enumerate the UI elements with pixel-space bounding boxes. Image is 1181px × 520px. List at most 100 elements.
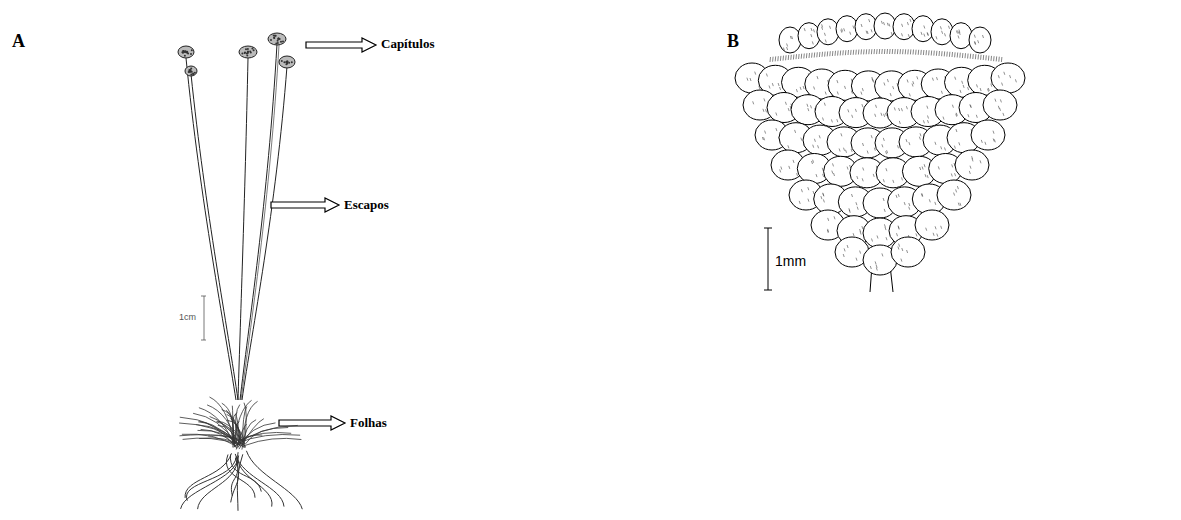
bract-hair bbox=[897, 233, 898, 236]
capitulum-dot bbox=[250, 52, 252, 54]
bract-hair bbox=[853, 233, 854, 236]
capitulum-dot bbox=[244, 52, 246, 54]
bract-hair bbox=[904, 202, 905, 205]
bract-hair bbox=[938, 166, 939, 169]
hair bbox=[803, 54, 805, 59]
capitulum-dot bbox=[288, 62, 290, 64]
bract-hair bbox=[956, 31, 957, 34]
bract-hair bbox=[807, 104, 808, 107]
hair bbox=[816, 52, 818, 57]
bract bbox=[817, 19, 839, 45]
bract-hair bbox=[844, 28, 845, 31]
bract-hair bbox=[993, 131, 994, 134]
bract-hair bbox=[856, 258, 857, 261]
bract-hair bbox=[813, 145, 814, 148]
hair bbox=[944, 51, 946, 56]
hair bbox=[952, 52, 954, 57]
bract-hair bbox=[902, 248, 903, 251]
bract-hair bbox=[920, 167, 921, 170]
bract-hair bbox=[940, 26, 941, 29]
hair bbox=[861, 49, 863, 54]
bract-hair bbox=[812, 41, 813, 44]
bract-hair bbox=[862, 104, 863, 107]
bract-hair bbox=[980, 88, 981, 91]
bract-hair bbox=[844, 248, 845, 251]
bract-hair bbox=[952, 164, 953, 167]
hair bbox=[897, 49, 899, 54]
capitulum-dot bbox=[286, 61, 288, 63]
hair bbox=[959, 53, 961, 58]
bract-hair bbox=[924, 164, 925, 167]
hair bbox=[775, 56, 777, 61]
bract-hair bbox=[753, 101, 754, 104]
bract-hair bbox=[956, 129, 957, 132]
bract-hair bbox=[995, 99, 996, 102]
bract-hair bbox=[796, 89, 797, 92]
hair bbox=[915, 50, 917, 55]
capitulum-dot bbox=[241, 53, 243, 55]
bract-hair bbox=[955, 173, 956, 176]
bract-hair bbox=[857, 207, 858, 210]
bract-hair bbox=[899, 108, 900, 111]
capitulum-dot bbox=[247, 48, 249, 50]
bract-hair bbox=[778, 83, 779, 86]
bract-hair bbox=[797, 173, 798, 176]
hair bbox=[941, 51, 943, 56]
leaf bbox=[199, 421, 233, 444]
hair bbox=[780, 56, 782, 61]
hair bbox=[796, 54, 798, 59]
bract-hair bbox=[898, 247, 899, 250]
bract-hair bbox=[976, 115, 977, 118]
bract-hair bbox=[804, 28, 805, 31]
hair bbox=[832, 51, 834, 56]
bract-hair bbox=[862, 226, 863, 229]
capitulum-dot bbox=[246, 53, 248, 55]
leaf bbox=[234, 400, 252, 447]
bract-hair bbox=[959, 142, 960, 145]
bract-hair bbox=[896, 195, 897, 198]
bract-hair bbox=[916, 233, 917, 236]
hair bbox=[962, 53, 964, 58]
bract-hair bbox=[843, 254, 844, 257]
bract-hair bbox=[991, 84, 992, 87]
bract-hair bbox=[974, 42, 975, 45]
bract-hair bbox=[828, 229, 829, 232]
bract-hair bbox=[937, 77, 938, 80]
capitulum-dot bbox=[278, 37, 280, 39]
bract-hair bbox=[988, 88, 989, 91]
bract-hair bbox=[747, 78, 748, 81]
bract-hair bbox=[871, 135, 872, 138]
bract-hair bbox=[873, 80, 874, 83]
bract-hair bbox=[899, 244, 900, 247]
bract-hair bbox=[855, 109, 856, 112]
bract-hair bbox=[881, 21, 882, 24]
bract-hair bbox=[766, 74, 767, 77]
hair bbox=[993, 56, 995, 61]
bract-hair bbox=[924, 34, 925, 37]
capitulum-dot bbox=[270, 39, 272, 41]
capitulum-dot bbox=[184, 55, 186, 57]
bract bbox=[798, 23, 820, 49]
bract-hair bbox=[812, 161, 813, 164]
bract bbox=[937, 180, 971, 210]
bract-hair bbox=[936, 36, 937, 39]
hair bbox=[829, 51, 831, 56]
bract-hair bbox=[834, 216, 835, 219]
hair bbox=[772, 57, 774, 62]
part-label: Folhas bbox=[350, 416, 387, 429]
bract-hair bbox=[954, 193, 955, 196]
bract-hair bbox=[821, 196, 822, 199]
roots bbox=[181, 451, 303, 511]
capitulum-dot bbox=[273, 37, 275, 39]
capitulum-dot bbox=[246, 55, 248, 57]
root bbox=[246, 451, 302, 509]
bract-hair bbox=[956, 189, 957, 192]
hair bbox=[858, 50, 860, 55]
capitulum bbox=[178, 46, 194, 58]
bract-hair bbox=[958, 203, 959, 206]
capitulum-dot bbox=[273, 37, 275, 39]
bract-hair bbox=[902, 177, 903, 180]
capitulum bbox=[268, 33, 286, 45]
bract-hair bbox=[856, 202, 857, 205]
bract-hair bbox=[924, 26, 925, 29]
